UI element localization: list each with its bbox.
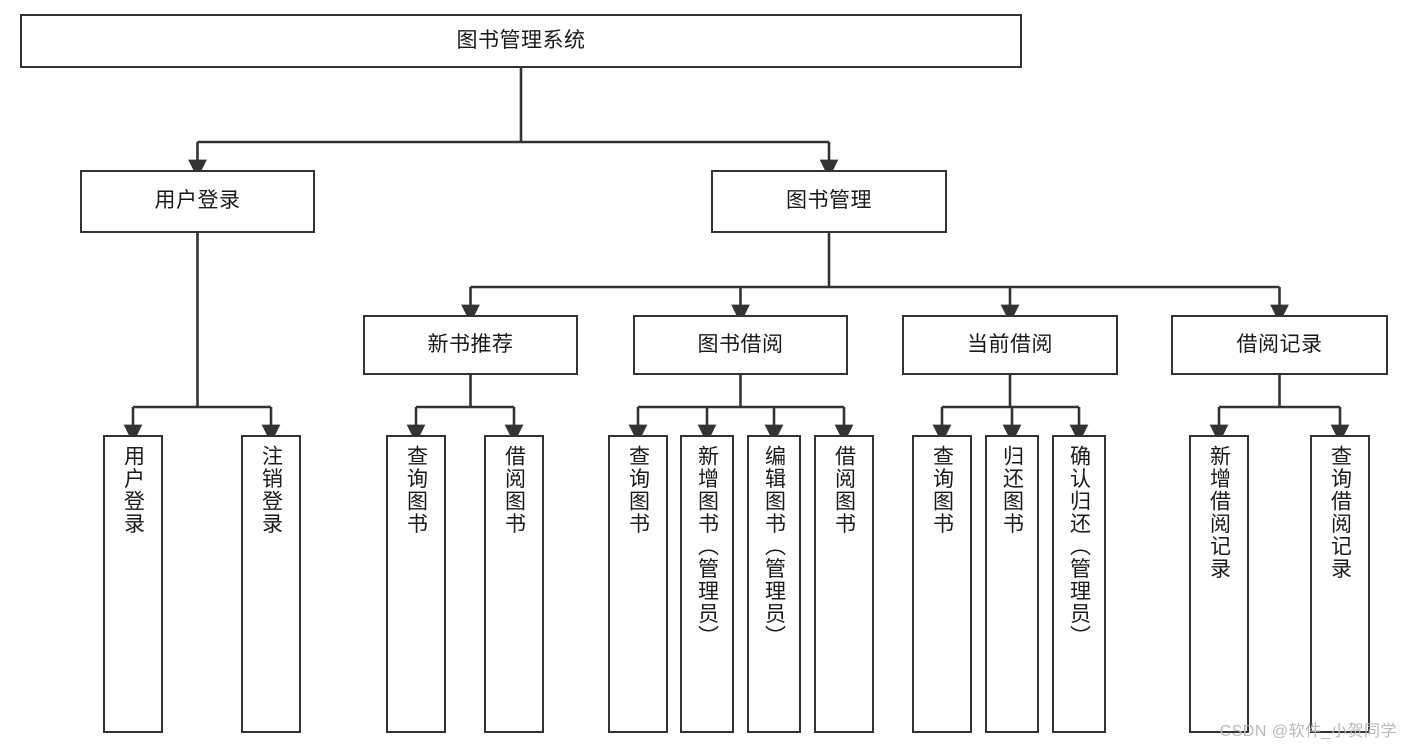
node-label-leaf-rec-add: 新增借阅记录 bbox=[1207, 445, 1231, 580]
node-label-leaf-borrow-add: 新增图书（管理员） bbox=[695, 445, 719, 648]
node-label-book-manage: 图书管理 bbox=[786, 189, 872, 213]
node-leaf-cur-query[interactable]: 查询图书 bbox=[912, 435, 972, 733]
node-leaf-borrow-edit[interactable]: 编辑图书（管理员） bbox=[747, 435, 801, 733]
node-label-leaf-cur-confirm: 确认归还（管理员） bbox=[1067, 445, 1091, 648]
node-user-login[interactable]: 用户登录 bbox=[80, 170, 315, 233]
node-label-leaf-borrow-lend: 借阅图书 bbox=[832, 445, 856, 535]
csdn-watermark: CSDN @软件_小贺同学 bbox=[1219, 723, 1397, 740]
node-leaf-borrow-query[interactable]: 查询图书 bbox=[608, 435, 668, 733]
node-label-leaf-rec-borrow: 借阅图书 bbox=[502, 445, 526, 535]
node-label-leaf-borrow-query: 查询图书 bbox=[626, 445, 650, 535]
node-label-leaf-cur-query: 查询图书 bbox=[930, 445, 954, 535]
node-label-root: 图书管理系统 bbox=[456, 28, 586, 52]
node-leaf-user-login[interactable]: 用户登录 bbox=[103, 435, 163, 733]
node-leaf-cur-return[interactable]: 归还图书 bbox=[985, 435, 1039, 733]
node-label-user-login: 用户登录 bbox=[154, 189, 241, 213]
node-label-current-borrow: 当前借阅 bbox=[967, 332, 1053, 356]
node-leaf-user-logout[interactable]: 注销登录 bbox=[241, 435, 301, 733]
node-borrow-record[interactable]: 借阅记录 bbox=[1171, 315, 1388, 375]
node-leaf-borrow-lend[interactable]: 借阅图书 bbox=[814, 435, 874, 733]
node-label-borrow-record: 借阅记录 bbox=[1236, 332, 1323, 356]
node-label-book-borrow: 图书借阅 bbox=[697, 332, 784, 356]
node-current-borrow[interactable]: 当前借阅 bbox=[902, 315, 1118, 375]
node-label-new-book-rec: 新书推荐 bbox=[427, 332, 514, 356]
node-book-borrow[interactable]: 图书借阅 bbox=[633, 315, 848, 375]
node-leaf-rec-borrow[interactable]: 借阅图书 bbox=[484, 435, 544, 733]
node-leaf-borrow-add[interactable]: 新增图书（管理员） bbox=[680, 435, 734, 733]
node-leaf-cur-confirm[interactable]: 确认归还（管理员） bbox=[1052, 435, 1106, 733]
node-book-manage[interactable]: 图书管理 bbox=[711, 170, 947, 233]
node-label-leaf-user-login: 用户登录 bbox=[121, 445, 145, 535]
node-leaf-rec-add[interactable]: 新增借阅记录 bbox=[1189, 435, 1249, 733]
node-root[interactable]: 图书管理系统 bbox=[20, 14, 1022, 68]
node-label-leaf-rec-query: 查询图书 bbox=[404, 445, 428, 535]
node-label-leaf-borrow-edit: 编辑图书（管理员） bbox=[762, 445, 786, 648]
node-label-leaf-cur-return: 归还图书 bbox=[1000, 445, 1024, 535]
node-new-book-rec[interactable]: 新书推荐 bbox=[363, 315, 578, 375]
node-label-leaf-rec-search: 查询借阅记录 bbox=[1328, 445, 1352, 580]
node-label-leaf-user-logout: 注销登录 bbox=[259, 445, 283, 535]
node-leaf-rec-search[interactable]: 查询借阅记录 bbox=[1310, 435, 1370, 733]
node-leaf-rec-query[interactable]: 查询图书 bbox=[386, 435, 446, 733]
